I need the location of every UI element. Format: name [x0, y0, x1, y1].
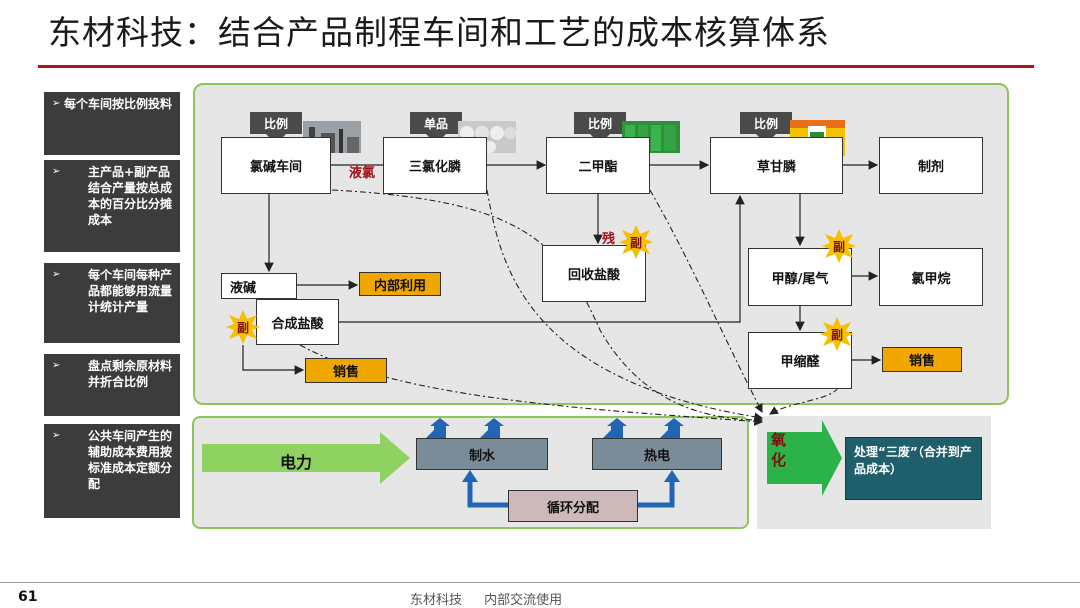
- sidebar-item-4: ➢ 盘点剩余原材料并折合比例: [44, 354, 180, 416]
- chlor-alkali-box: 氯碱车间: [221, 137, 331, 194]
- circulation-to-water: [467, 480, 508, 508]
- arrow-hcl-to-sales: [242, 345, 305, 375]
- bullet-icon: ➢: [52, 360, 61, 371]
- byproduct-label: 副: [629, 235, 642, 250]
- sidebar-item-2: ➢ 主产品+副产品结合产量按总成本的百分比分摊成本: [44, 160, 180, 252]
- byproduct-burst-icon: [820, 317, 854, 351]
- circulation-arrowhead-heat: [664, 470, 680, 482]
- recovered-hcl-box: 回收盐酸: [542, 245, 646, 302]
- circulation-to-heat: [638, 480, 675, 508]
- methanol-box: 甲醇/尾气: [748, 248, 852, 306]
- byproduct-label: 副: [832, 239, 845, 254]
- synthetic-hcl-box: 合成盐酸: [256, 299, 339, 345]
- sidebar-item-label: 每个车间按比例投料: [64, 97, 173, 111]
- byproduct-burst-icon: [619, 225, 653, 259]
- circulation-arrowhead-water: [462, 470, 478, 482]
- waste-treatment-box: 处理“三废”（合并到产品成本）: [845, 437, 982, 500]
- byproduct-label: 副: [236, 320, 249, 335]
- byproduct-label: 副: [830, 327, 843, 342]
- glyphosate-box: 草甘膦: [710, 137, 843, 194]
- dashed-pcl3-to-oxidation: [486, 189, 764, 422]
- byproduct-burst-icon: [226, 310, 260, 344]
- bullet-icon: ➢: [52, 269, 61, 280]
- liquid-chlorine-label: 液氯: [349, 166, 376, 181]
- heat-box: 热电: [592, 438, 722, 470]
- sales-box-1: 销售: [305, 358, 387, 383]
- sidebar-item-label: 公共车间产生的辅助成本费用按标准成本定额分配: [88, 429, 173, 491]
- circulation-box: 循环分配: [508, 490, 638, 522]
- formulation-box: 制剂: [879, 137, 983, 194]
- residue-label: 残: [602, 232, 616, 247]
- page-number: 61: [18, 589, 38, 605]
- page-title: 东材科技：结合产品制程车间和工艺的成本核算体系: [48, 13, 830, 52]
- sidebar-item-5: ➢ 公共车间产生的辅助成本费用按标准成本定额分配: [44, 424, 180, 518]
- methyl-chloride-box: 氯甲烷: [879, 248, 983, 306]
- oxidation-arrow: [767, 420, 842, 496]
- water-up-arrow-1: [426, 418, 450, 438]
- dashed-methylal-to-oxidation: [769, 387, 839, 415]
- sidebar-item-1: ➢ 每个车间按比例投料: [44, 92, 180, 155]
- ratio-tag-2: 比例: [574, 112, 626, 144]
- sidebar-item-label: 盘点剩余原材料并折合比例: [88, 359, 173, 389]
- dimethyl-box: 二甲酯: [546, 137, 650, 194]
- byproduct-burst-icon: [822, 229, 856, 263]
- heat-up-arrow-2: [660, 418, 684, 438]
- sidebar-item-3: ➢ 每个车间每种产品都能够用流量计统计产量: [44, 263, 180, 343]
- water-up-arrow-2: [480, 418, 504, 438]
- heat-up-arrow-1: [603, 418, 627, 438]
- oxidation-label: 氧化: [771, 431, 787, 469]
- arrow-hcl-to-glyphosate: [339, 194, 745, 323]
- sidebar-item-label: 主产品+副产品结合产量按总成本的百分比分摊成本: [88, 165, 173, 227]
- footer-divider: [0, 582, 1080, 583]
- bullet-icon: ➢: [52, 430, 61, 441]
- footer-text: 东材科技 内部交流使用: [410, 593, 563, 608]
- bullet-icon: ➢: [52, 98, 61, 109]
- caustic-box: 液碱: [221, 273, 297, 299]
- dashed-hcl-to-oxidation: [299, 344, 764, 426]
- dashed-chlor-to-oxidation: [331, 189, 764, 425]
- internal-use-box: 内部利用: [359, 272, 441, 296]
- bullet-icon: ➢: [52, 166, 61, 177]
- ratio-tag-1: 比例: [250, 112, 302, 144]
- power-label: 电力: [280, 453, 313, 472]
- pcl3-box: 三氯化膦: [383, 137, 487, 194]
- sales-box-2: 销售: [882, 347, 962, 372]
- dashed-dimethyl-to-oxidation: [649, 189, 763, 413]
- ratio-tag-3: 比例: [740, 112, 792, 144]
- title-divider: [38, 65, 1034, 68]
- power-arrow: [202, 432, 410, 484]
- water-box: 制水: [416, 438, 548, 470]
- single-tag: 单品: [410, 112, 462, 144]
- sidebar-item-label: 每个车间每种产品都能够用流量计统计产量: [88, 268, 173, 314]
